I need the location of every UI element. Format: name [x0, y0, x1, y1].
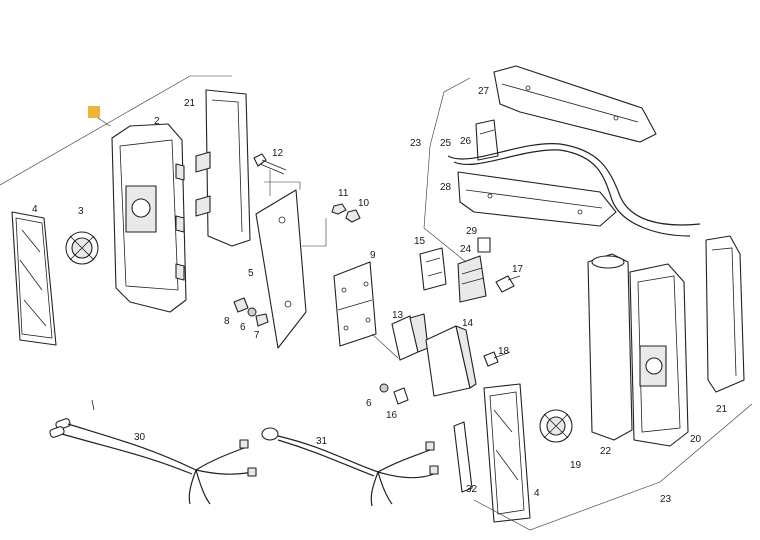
mirror-arm-left [195, 89, 251, 247]
callout-25: 25 [440, 138, 452, 149]
left-assembly-outline [0, 75, 232, 186]
callout-18: 18 [498, 346, 510, 357]
callout-8: 8 [224, 316, 230, 327]
callout-15: 15 [414, 236, 426, 247]
hinge-bracket-13 [391, 313, 429, 361]
callout-4-left: 4 [32, 204, 38, 215]
callout-28: 28 [440, 182, 452, 193]
washer-6-lower [379, 383, 389, 393]
bolt-12 [253, 153, 287, 175]
callout-4-right: 4 [534, 488, 540, 499]
callout-5: 5 [248, 268, 254, 279]
mirror-housing-back-22 [587, 253, 633, 441]
right-assembly-outline-top [423, 77, 471, 263]
mirror-housing-left [111, 123, 187, 313]
item-marker-square [88, 106, 100, 118]
mounting-bracket-9 [333, 261, 377, 347]
nut-10 [345, 209, 361, 223]
callout-16: 16 [386, 410, 398, 421]
callout-17: 17 [512, 264, 524, 275]
mirror-adjuster-left [65, 231, 99, 265]
mounting-plate-5 [255, 189, 307, 349]
mirror-arm-right-21 [705, 235, 745, 393]
mirror-adjuster-right [539, 409, 573, 443]
nut-11 [331, 203, 347, 215]
spacer-block-14 [425, 325, 477, 397]
callout-26: 26 [460, 136, 472, 147]
callout-9: 9 [370, 250, 376, 261]
callout-20: 20 [690, 434, 702, 445]
bolt-18 [483, 351, 511, 367]
callout-21-left: 21 [184, 98, 196, 109]
leader-9-13 [371, 333, 399, 359]
wiring-harness-30 [49, 418, 257, 505]
nut-8 [233, 297, 249, 313]
callout-7: 7 [254, 330, 260, 341]
hinge-24 [457, 255, 487, 303]
wiring-harness-31 [261, 427, 439, 507]
callout-27: 27 [478, 86, 490, 97]
mounting-arm-27 [493, 65, 657, 143]
mirror-glass-right [483, 383, 531, 523]
callout-32: 32 [466, 484, 478, 495]
callout-11: 11 [338, 188, 349, 199]
callout-31: 31 [316, 436, 328, 447]
callout-14: 14 [462, 318, 474, 329]
small-pin-mark [91, 399, 95, 411]
callout-29: 29 [466, 226, 478, 237]
callout-6-lower: 6 [366, 398, 372, 409]
callout-21-right: 21 [716, 404, 728, 415]
callout-22: 22 [600, 446, 612, 457]
callout-23-bottom: 23 [660, 494, 672, 505]
bracket-26 [475, 119, 499, 161]
bolt-16 [393, 387, 409, 405]
callout-2: 2 [154, 116, 160, 127]
bracket-28 [457, 171, 617, 227]
callout-13: 13 [392, 310, 404, 321]
washer-6 [247, 307, 257, 317]
callout-3: 3 [78, 206, 84, 217]
callout-30: 30 [134, 432, 146, 443]
mirror-housing-right-20 [629, 263, 689, 447]
bushing-29 [477, 237, 491, 253]
screw-7 [255, 313, 269, 327]
callout-19: 19 [570, 460, 582, 471]
callout-23-top: 23 [410, 138, 422, 149]
leader-lines-12 [264, 170, 327, 247]
bolt-17 [495, 275, 521, 293]
right-assembly-outline-bottom [473, 403, 753, 531]
callout-10: 10 [358, 198, 370, 209]
clip-15 [419, 247, 447, 291]
cable-25b [453, 149, 691, 237]
callout-24: 24 [460, 244, 472, 255]
callout-12: 12 [272, 148, 284, 159]
mirror-glass-left [11, 211, 57, 346]
cable-25 [447, 143, 701, 226]
cover-strip-32 [453, 421, 473, 493]
callout-6: 6 [240, 322, 246, 333]
